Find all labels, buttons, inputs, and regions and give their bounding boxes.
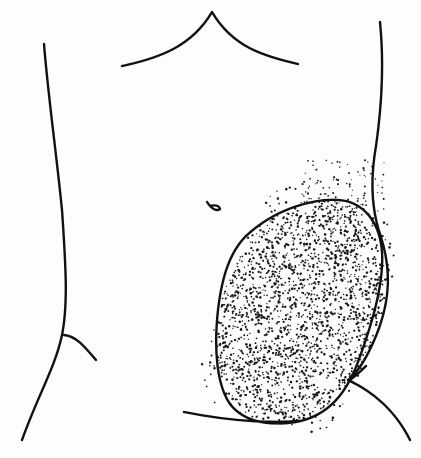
stippled-mass-shading	[201, 159, 395, 433]
left-torso-contour	[22, 44, 66, 440]
right-torso-contour	[348, 22, 410, 440]
body-outline	[22, 12, 410, 440]
rib-margin-line	[122, 12, 298, 66]
navel	[207, 202, 220, 210]
left-hip-crease	[64, 335, 96, 360]
